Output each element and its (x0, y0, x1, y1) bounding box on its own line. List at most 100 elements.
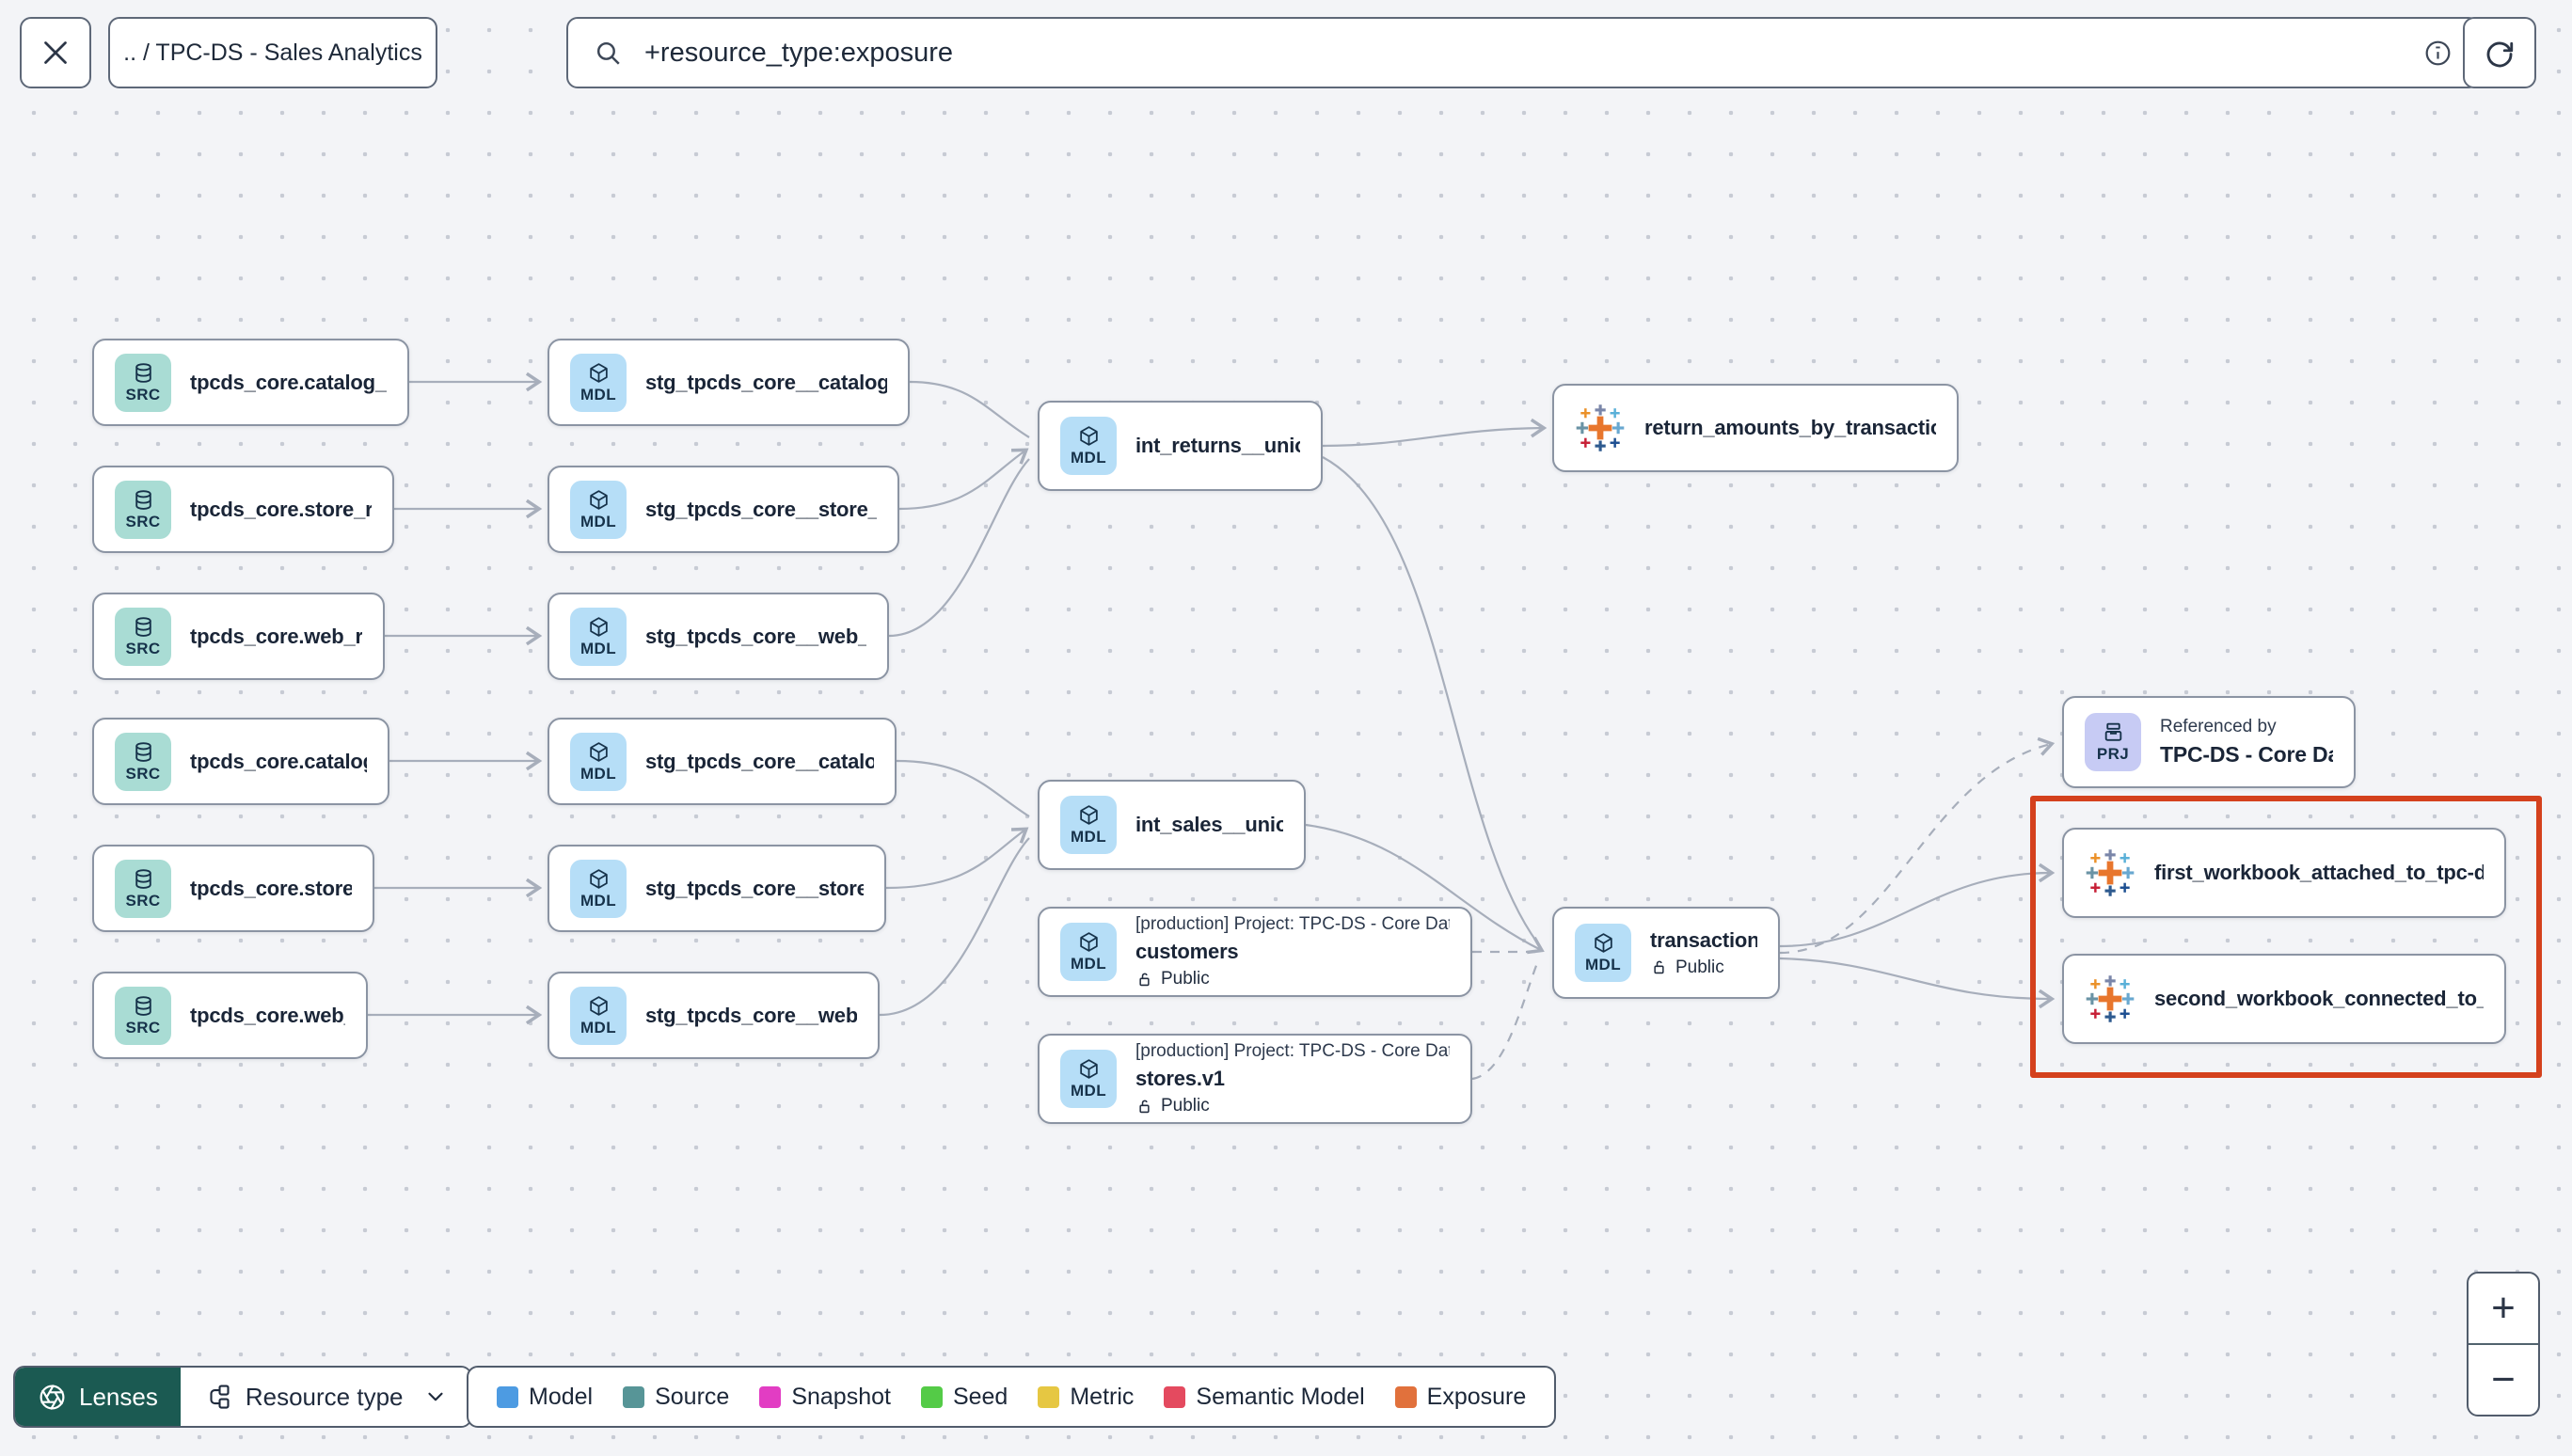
cube-badge: MDL (1060, 1050, 1117, 1108)
node-label: tpcds_core.store_sales (190, 876, 352, 900)
legend-item: Exposure (1394, 1384, 1526, 1411)
graph-node-source[interactable]: SRC tpcds_core.catalog_sales (92, 718, 389, 805)
selection-highlight-box (2030, 796, 2542, 1078)
graph-node-source[interactable]: SRC tpcds_core.store_returns (92, 466, 394, 553)
graph-node-model[interactable]: MDLtransactionsPublic (1552, 907, 1780, 999)
graph-node-exposure[interactable]: first_workbook_attached_to_tpc-ds_-_… (2062, 828, 2506, 918)
info-icon[interactable] (2422, 38, 2453, 69)
graph-node-model[interactable]: MDL stg_tpcds_core__catalog_returns (548, 339, 910, 426)
search-icon (593, 38, 624, 69)
tableau-icon (2085, 847, 2135, 898)
database-badge: SRC (115, 732, 171, 791)
graph-node-cross-project-model[interactable]: MDL[production] Project: TPC-DS - Core D… (1038, 907, 1472, 997)
database-badge: SRC (115, 480, 171, 539)
cube-icon (1077, 424, 1101, 448)
legend-swatch (1164, 1385, 1186, 1408)
cube-badge: MDL (1060, 923, 1117, 981)
graph-node-model[interactable]: MDL stg_tpcds_core__store_sales (548, 845, 886, 932)
graph-node-source[interactable]: SRC tpcds_core.web_sales (92, 972, 368, 1059)
breadcrumb: .. / TPC-DS - Sales Analytics (123, 39, 422, 66)
zoom-controls: + − (2467, 1272, 2540, 1416)
legend-item: Model (497, 1384, 593, 1411)
chevron-down-icon (423, 1385, 448, 1409)
legend-swatch (623, 1385, 645, 1408)
database-icon (132, 994, 155, 1018)
cube-badge: MDL (570, 859, 627, 918)
aperture-icon (38, 1383, 67, 1412)
access-badge: Public (1135, 969, 1450, 989)
cube-icon (1592, 931, 1615, 955)
legend-swatch (497, 1385, 518, 1408)
cube-badge: MDL (570, 732, 627, 791)
legend-item: Metric (1038, 1384, 1134, 1411)
archive-badge: PRJ (2085, 713, 2141, 771)
node-label: int_sales__unioned (1135, 813, 1283, 836)
cube-badge: MDL (570, 353, 627, 412)
access-badge: Public (1650, 957, 1757, 978)
node-label: stg_tpcds_core__store_sales (645, 876, 864, 900)
database-icon (132, 361, 155, 385)
graph-node-model[interactable]: MDL int_sales__unioned (1038, 780, 1306, 870)
resource-type-label: Resource type (245, 1382, 404, 1411)
lenses-toolbar: Lenses Resource type (13, 1366, 472, 1428)
node-label: stores.v1 (1135, 1067, 1225, 1090)
lock-open-icon (1650, 958, 1668, 976)
node-label: int_returns__unioned (1135, 434, 1300, 457)
node-label: second_workbook_connected_to_live… (2154, 987, 2484, 1010)
close-icon (39, 36, 72, 70)
cube-icon (587, 994, 611, 1018)
legend-swatch (920, 1385, 943, 1408)
cube-badge: MDL (570, 480, 627, 539)
node-label: stg_tpcds_core__web_returns (645, 624, 866, 648)
cube-badge: MDL (1060, 796, 1117, 854)
lock-open-icon (1135, 1098, 1153, 1116)
search-bar[interactable] (566, 17, 2480, 88)
breadcrumb-button[interactable]: .. / TPC-DS - Sales Analytics (108, 17, 437, 88)
cube-icon (1077, 930, 1101, 954)
node-label: tpcds_core.store_returns (190, 497, 372, 521)
resource-type-dropdown[interactable]: Resource type (180, 1368, 470, 1426)
legend-item: Source (623, 1384, 729, 1411)
tableau-icon (1575, 403, 1626, 453)
graph-node-exposure[interactable]: second_workbook_connected_to_live… (2062, 954, 2506, 1044)
node-label: tpcds_core.web_sales (190, 1003, 345, 1027)
refresh-icon (2483, 36, 2516, 70)
legend-item: Semantic Model (1164, 1384, 1365, 1411)
search-input[interactable] (643, 36, 2404, 70)
node-label: transactions (1650, 927, 1757, 952)
graph-node-cross-project-model[interactable]: MDL [production] Project: TPC-DS - Core D… (1038, 1034, 1472, 1124)
node-label: tpcds_core.catalog_sales (190, 749, 367, 773)
node-label: stg_tpcds_core__store_returns (645, 497, 877, 521)
legend-swatch (759, 1385, 782, 1408)
legend-swatch (1038, 1385, 1060, 1408)
close-button[interactable] (20, 17, 91, 88)
graph-node-source[interactable]: SRC tpcds_core.catalog_returns (92, 339, 409, 426)
zoom-out-button[interactable]: − (2469, 1343, 2538, 1415)
database-badge: SRC (115, 353, 171, 412)
cube-icon (1077, 1057, 1101, 1081)
node-label: stg_tpcds_core__catalog_returns (645, 370, 887, 394)
node-label: first_workbook_attached_to_tpc-ds_-_… (2154, 861, 2484, 884)
graph-node-model[interactable]: MDL stg_tpcds_core__store_returns (548, 466, 899, 553)
project-context: [production] Project: TPC-DS - Core Data… (1135, 1041, 1450, 1061)
cube-badge: MDL (570, 986, 627, 1045)
refresh-button[interactable] (2463, 17, 2536, 88)
access-badge: Public (1135, 1096, 1450, 1116)
cube-icon (587, 615, 611, 639)
zoom-in-button[interactable]: + (2491, 1285, 2516, 1331)
node-label: tpcds_core.catalog_returns (190, 370, 387, 394)
legend-swatch (1394, 1385, 1417, 1408)
graph-node-exposure[interactable]: return_amounts_by_transaction_type (1552, 384, 1959, 472)
database-badge: SRC (115, 607, 171, 666)
lenses-button[interactable]: Lenses (15, 1368, 181, 1426)
database-badge: SRC (115, 986, 171, 1045)
